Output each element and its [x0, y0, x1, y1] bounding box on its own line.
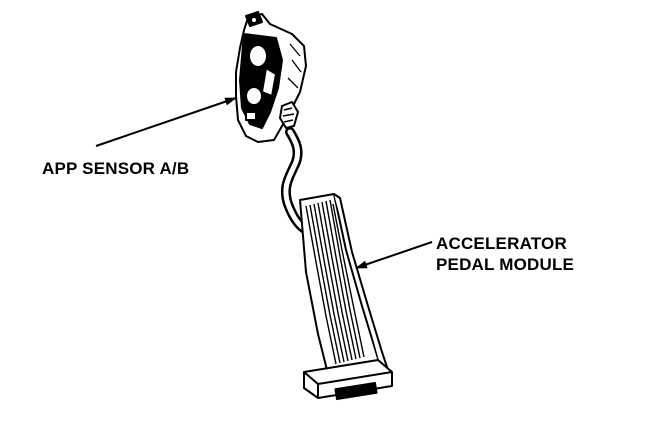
pedal-label-line-1: ACCELERATOR: [436, 234, 567, 253]
pedal-module-leader-arrow: [355, 241, 433, 269]
pedal-lever-arm: [280, 127, 311, 235]
app-sensor-label: APP SENSOR A/B: [42, 159, 190, 178]
app-sensor-icon: [235, 11, 307, 143]
accelerator-pedal-icon: [299, 193, 393, 401]
accelerator-pedal-module-label: ACCELERATOR PEDAL MODULE: [436, 233, 574, 275]
pedal-label-line-2: PEDAL MODULE: [436, 255, 575, 274]
app-sensor-leader-arrow: [95, 97, 237, 147]
